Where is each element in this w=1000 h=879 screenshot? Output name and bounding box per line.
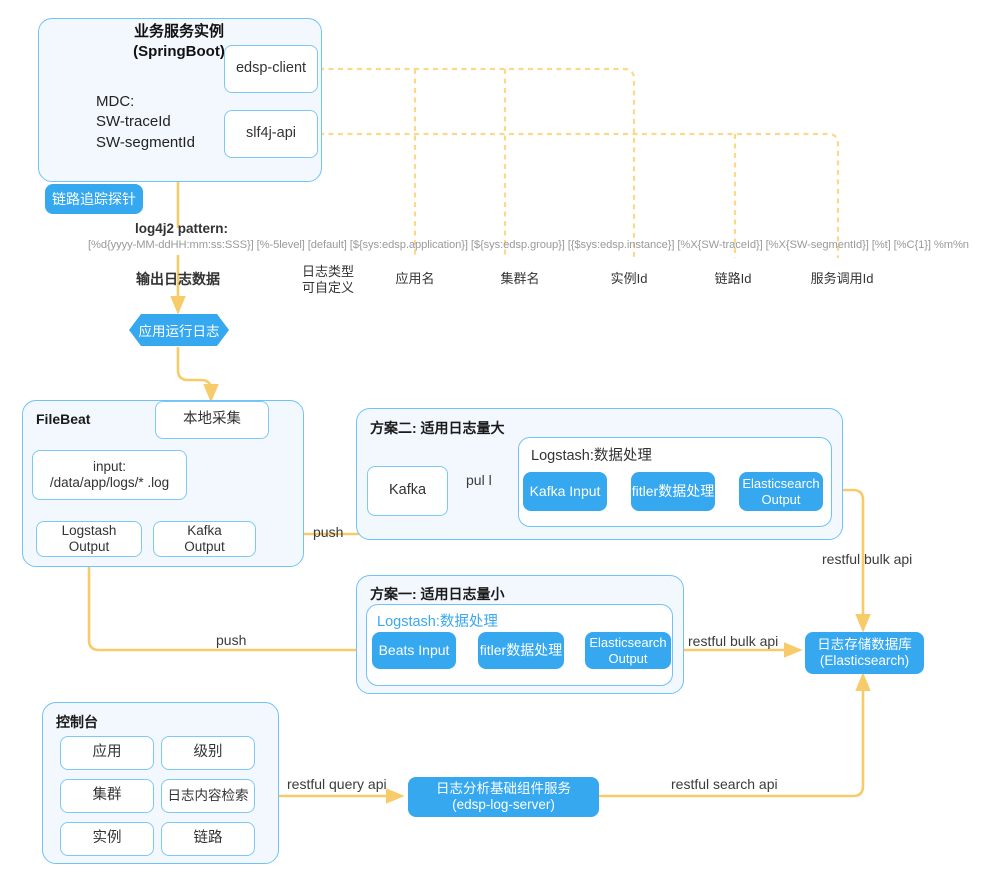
pull-edge-label: pul l <box>466 472 492 488</box>
filebeat-local-collect-box[interactable]: 本地采集 <box>155 401 269 439</box>
pattern-column-6: 服务调用Id <box>810 271 874 286</box>
slf4j-api-label: slf4j-api <box>246 125 296 142</box>
edsp-client-label: edsp-client <box>235 60 307 77</box>
trace-probe-label: 链路追踪探针 <box>52 190 136 207</box>
filebeat-kafka-output-box[interactable]: Kafka Output <box>153 521 256 557</box>
console-button-cluster[interactable]: 集群 <box>60 779 154 813</box>
kafka-box[interactable]: Kafka <box>367 466 448 516</box>
trace-probe-badge[interactable]: 链路追踪探针 <box>45 184 143 214</box>
filebeat-logstash-output-label: Logstash Output <box>61 523 117 554</box>
filebeat-kafka-output-label: Kafka Output <box>184 523 225 554</box>
pattern-column-2: 应用名 <box>395 271 435 286</box>
solution-two-logstash-title: Logstash:数据处理 <box>531 448 652 464</box>
pattern-column-1: 日志类型 可自定义 <box>301 264 354 296</box>
sol2-es-output-label: Elasticsearch Output <box>742 476 820 507</box>
console-title: 控制台 <box>56 714 98 730</box>
filebeat-logstash-output-box[interactable]: Logstash Output <box>36 521 142 557</box>
console-button-trace[interactable]: 链路 <box>161 822 255 856</box>
console-button-instance[interactable]: 实例 <box>60 822 154 856</box>
push-beats-label: push <box>216 632 247 648</box>
sol2-filter-box[interactable]: fitler数据处理 <box>631 472 715 511</box>
restful-bulk-bottom-label: restful bulk api <box>688 633 779 649</box>
console-button-app-label: 应用 <box>92 744 122 761</box>
sol2-es-output-box[interactable]: Elasticsearch Output <box>739 472 823 511</box>
solution-two-title: 方案二: 适用日志量大 <box>370 420 505 436</box>
beats-input-box[interactable]: Beats Input <box>372 632 456 669</box>
filebeat-local-collect-label: 本地采集 <box>183 411 241 428</box>
sol1-es-output-box[interactable]: Elasticsearch Output <box>585 632 671 669</box>
filebeat-input-label: input: /data/app/logs/* .log <box>49 459 170 490</box>
log-server-box[interactable]: 日志分析基础组件服务 (edsp-log-server) <box>408 777 599 817</box>
sol1-filter-label: fitler数据处理 <box>479 642 563 659</box>
kafka-input-box[interactable]: Kafka Input <box>523 472 607 511</box>
filebeat-title: FileBeat <box>36 411 91 427</box>
sol1-filter-box[interactable]: fitler数据处理 <box>478 632 564 669</box>
app-run-log-hexagon[interactable]: 应用运行日志 <box>128 313 230 347</box>
kafka-label: Kafka <box>388 482 427 499</box>
pattern-column-0: 输出日志数据 <box>136 271 220 287</box>
edsp-client-box[interactable]: edsp-client <box>224 45 318 93</box>
pattern-column-4: 实例Id <box>610 271 648 286</box>
console-button-trace-label: 链路 <box>193 830 223 847</box>
solution-one-logstash-title: Logstash:数据处理 <box>377 614 498 630</box>
console-button-log-search[interactable]: 日志内容检索 <box>161 779 255 813</box>
solution-one-title: 方案一: 适用日志量小 <box>370 586 505 602</box>
console-button-cluster-label: 集群 <box>92 787 122 804</box>
log-server-label: 日志分析基础组件服务 (edsp-log-server) <box>436 781 571 812</box>
hexagon-shape <box>129 314 229 346</box>
sol2-filter-label: fitler数据处理 <box>631 483 715 500</box>
push-kafka-label: push <box>313 524 344 540</box>
kafka-input-label: Kafka Input <box>529 483 601 500</box>
console-button-log-search-label: 日志内容检索 <box>167 788 249 804</box>
console-button-level-label: 级别 <box>193 744 223 761</box>
restful-query-label: restful query api <box>287 776 387 792</box>
filebeat-input-box[interactable]: input: /data/app/logs/* .log <box>32 450 187 500</box>
mdc-label: MDC: SW-traceId SW-segmentId <box>96 93 195 151</box>
app-run-log-label: 应用运行日志 <box>138 324 220 339</box>
log4j2-pattern-text: [%d{yyyy-MM-ddHH:mm:ss:SSS}] [%-5level] … <box>88 239 969 251</box>
log4j2-pattern-heading: log4j2 pattern: <box>135 221 229 236</box>
console-button-app[interactable]: 应用 <box>60 736 154 770</box>
console-button-level[interactable]: 级别 <box>161 736 255 770</box>
restful-bulk-top-label: restful bulk api <box>822 551 913 567</box>
pattern-column-5: 链路Id <box>714 271 752 286</box>
sol1-es-output-label: Elasticsearch Output <box>589 635 667 666</box>
beats-input-label: Beats Input <box>378 642 450 659</box>
log-storage-label: 日志存储数据库 (Elasticsearch) <box>817 637 912 668</box>
console-button-instance-label: 实例 <box>92 830 122 847</box>
slf4j-api-box[interactable]: slf4j-api <box>224 110 318 158</box>
pattern-column-3: 集群名 <box>500 271 540 286</box>
restful-search-label: restful search api <box>671 776 778 792</box>
log-storage-box[interactable]: 日志存储数据库 (Elasticsearch) <box>805 632 924 674</box>
service-instance-title: 业务服务实例 (SpringBoot) <box>133 23 225 60</box>
